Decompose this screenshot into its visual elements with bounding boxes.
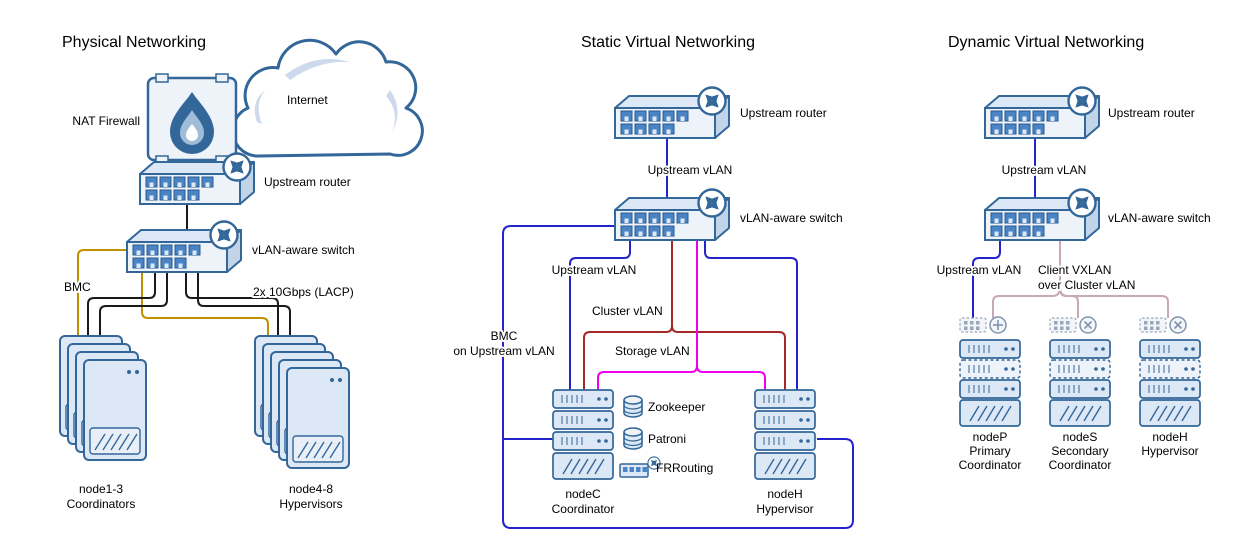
panel-physical-networking: Physical Networking Internet NAT Firewal… (59, 34, 424, 511)
nat-firewall-label: NAT Firewall (72, 114, 140, 128)
frrouting-label: FRRouting (656, 461, 713, 475)
panel-title: Physical Networking (62, 34, 206, 51)
nodes-label: Secondary (1051, 444, 1108, 458)
upstream-router-label: Upstream router (264, 175, 351, 189)
cluster-vlan-edge-label: Cluster vLAN (592, 304, 663, 318)
nodep-label: Primary (969, 444, 1010, 458)
nodeh-label: nodeH (767, 487, 802, 501)
coordinators-label: Coordinators (67, 497, 136, 511)
client-vxlan-edge-label: Client VXLAN (1038, 263, 1111, 277)
upstream-vlan-label: Upstream vLAN (1002, 163, 1087, 177)
bmc-label: BMC (64, 280, 91, 294)
vlan-switch-label: vLAN-aware switch (252, 243, 355, 257)
nodec-label: nodeC (565, 487, 601, 501)
vlan-switch-label: vLAN-aware switch (740, 211, 843, 225)
vlan-switch-device (985, 190, 1099, 241)
frrouting-switch-icon (619, 457, 660, 478)
upstream-router-device (615, 88, 729, 139)
hypervisors-label: Hypervisors (279, 497, 342, 511)
hypervisors-label: node4-8 (289, 482, 333, 496)
vlan-switch-label: vLAN-aware switch (1108, 211, 1211, 225)
client-vxlan-links (992, 240, 1169, 318)
panel-static-virtual-networking: Static Virtual Networking Upstream route… (451, 34, 854, 529)
x-icon (1173, 320, 1183, 330)
coordinators-label: node1-3 (79, 482, 123, 496)
nodes-server (1050, 317, 1110, 426)
upstream-router-label: Upstream router (740, 106, 827, 120)
nodeh-label: Hypervisor (1141, 444, 1198, 458)
nodec-label: Coordinator (552, 502, 615, 516)
bmc-edge-label: BMC (491, 329, 518, 343)
cluster-vlan-link-nodeh (671, 325, 786, 390)
lacp-links (87, 272, 291, 336)
zookeeper-label: Zookeeper (648, 400, 705, 414)
coordinator-server-stack (59, 335, 147, 461)
nodes-label: Coordinator (1049, 458, 1112, 472)
bmc-links (77, 249, 269, 336)
vlan-switch-device (615, 190, 729, 241)
nodes-label: nodeS (1063, 430, 1098, 444)
panel-title: Static Virtual Networking (581, 34, 755, 51)
upstream-router-label: Upstream router (1108, 106, 1195, 120)
nodeh-server (1140, 317, 1200, 426)
flame-icon (170, 92, 214, 154)
bmc-upstream-vlan-link (502, 225, 854, 529)
upstream-vlan-link-nodec (569, 240, 631, 390)
internet-cloud-icon (231, 38, 424, 158)
nodec-server (553, 390, 613, 479)
nodep-label: Coordinator (959, 458, 1022, 472)
internet-label: Internet (287, 93, 328, 107)
panel-title: Dynamic Virtual Networking (948, 34, 1144, 51)
upstream-router-device (985, 88, 1099, 139)
zookeeper-database-icon (623, 395, 643, 418)
upstream-vlan-label: Upstream vLAN (648, 163, 733, 177)
nodeh-label: Hypervisor (756, 502, 813, 516)
x-icon (1083, 320, 1093, 330)
storage-vlan-edge-label: Storage vLAN (615, 344, 690, 358)
upstream-vlan-edge-label: Upstream vLAN (937, 263, 1022, 277)
vlan-switch-device (127, 222, 241, 273)
upstream-vlan-link-nodep (972, 240, 1001, 318)
lacp-label: 2x 10Gbps (LACP) (253, 285, 354, 299)
storage-vlan-link-nodeh (696, 365, 766, 390)
patroni-label: Patroni (648, 432, 686, 446)
upstream-router-device (140, 154, 254, 205)
plus-icon (993, 320, 1003, 330)
hypervisor-server-stack (254, 335, 350, 469)
client-vxlan-edge-label: over Cluster vLAN (1038, 278, 1135, 292)
nodep-server (960, 317, 1020, 426)
patroni-database-icon (623, 427, 643, 450)
bmc-edge-label: on Upstream vLAN (453, 344, 554, 358)
nodeh-server (755, 390, 815, 479)
upstream-vlan-link-nodeh (704, 240, 798, 390)
panel-dynamic-virtual-networking: Dynamic Virtual Networking Upstream rout… (935, 34, 1211, 472)
nodeh-label: nodeH (1152, 430, 1187, 444)
nodep-label: nodeP (973, 430, 1008, 444)
nat-firewall-device (146, 73, 238, 165)
upstream-vlan-edge-label: Upstream vLAN (552, 263, 637, 277)
